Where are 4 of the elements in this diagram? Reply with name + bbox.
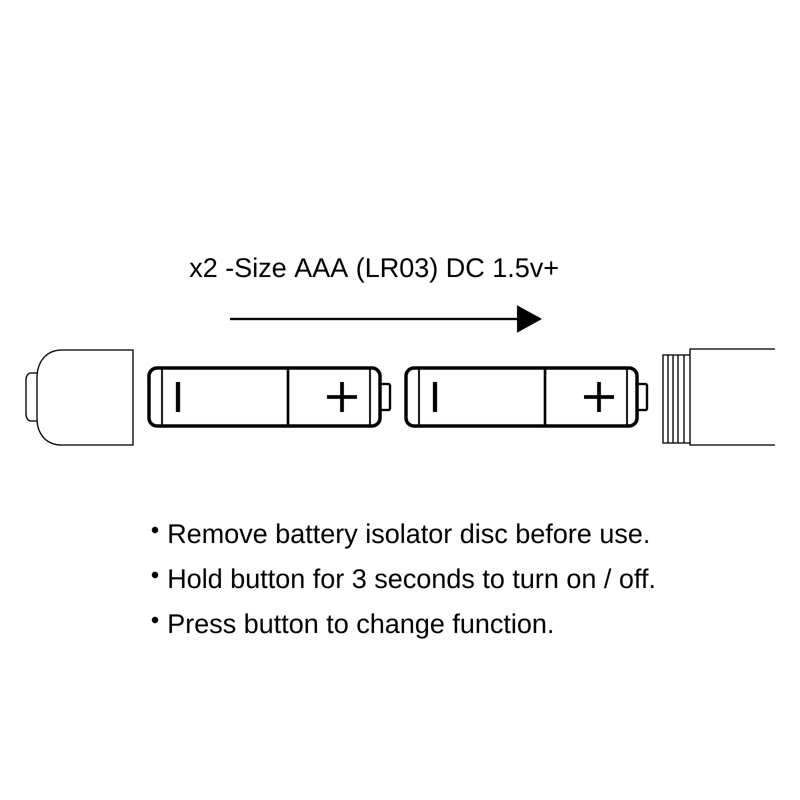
note-text: Hold button for 3 seconds to turn on / off. [169,568,654,588]
note-text: Remove battery isolator disc before use. [169,523,648,549]
battery-spec-text: x2 -Size AAA (LR03) DC 1.5v+ [190,257,558,283]
note-text: Press button to change function. [169,613,552,639]
